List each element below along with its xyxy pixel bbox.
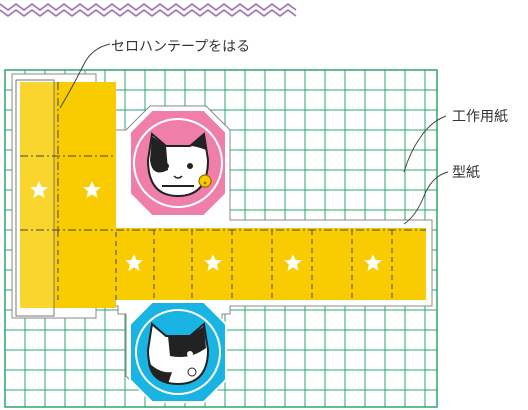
- cat-face-icon: [146, 132, 210, 198]
- pink-octagon-panel: [129, 109, 227, 217]
- zigzag-border-icon-2: [0, 9, 297, 17]
- yellow-panel-lower-left: [20, 228, 116, 308]
- star-icon: [30, 181, 48, 198]
- template-leader-line: [403, 171, 449, 225]
- tape-label: セロハンテープをはる: [111, 39, 251, 55]
- cellophane-tape: [15, 79, 55, 317]
- template-label: 型紙: [452, 165, 480, 181]
- graph-paper-leader-line: [403, 115, 447, 173]
- star-icon: [364, 254, 382, 271]
- star-icon: [284, 254, 302, 271]
- graph-paper-label: 工作用紙: [452, 109, 508, 125]
- zigzag-border-icon: [0, 3, 297, 11]
- fold-lines: [20, 82, 426, 232]
- yellow-panel-vertical: [20, 82, 116, 232]
- cyan-octagon-panel: [129, 301, 227, 403]
- fold-lines-dashed: [57, 230, 393, 300]
- star-icon: [83, 181, 101, 198]
- tape-leader-line: [59, 43, 111, 109]
- star-icon: [204, 254, 222, 271]
- leader-lines: [59, 43, 449, 225]
- stars: [30, 181, 382, 271]
- star-icon: [125, 254, 143, 271]
- cat-face-icon: [146, 322, 210, 386]
- bell-icon: [198, 174, 212, 188]
